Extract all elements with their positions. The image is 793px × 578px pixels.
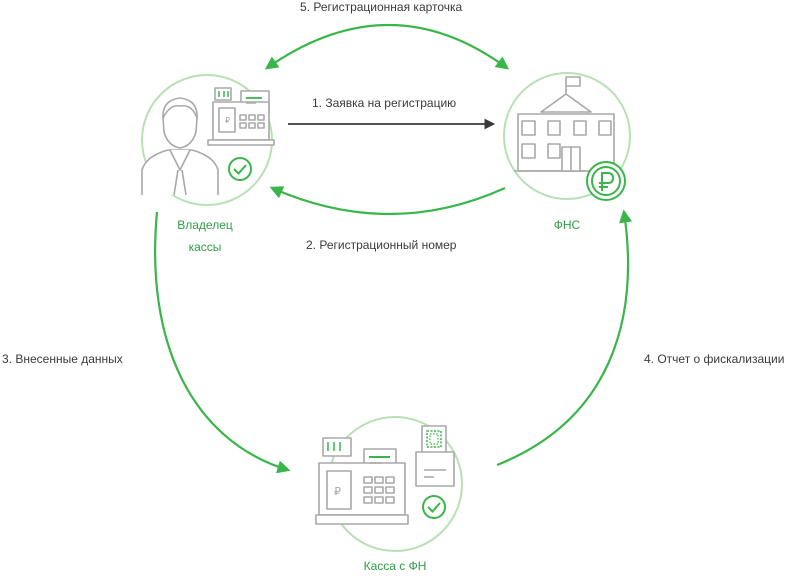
- arrow-5-registration-card: [264, 24, 510, 70]
- arrow-2-label: 2. Регистрационный номер: [306, 238, 457, 252]
- check-icon: [422, 495, 446, 519]
- svg-text:₽: ₽: [334, 486, 341, 498]
- ruble-sign-icon: [586, 161, 626, 201]
- register-label: Касса с ФН: [363, 559, 427, 573]
- person-with-register-icon: [141, 87, 275, 196]
- arrow-5-label: 5. Регистрационная карточка: [300, 0, 463, 14]
- arrow-3-entered-data: [154, 211, 291, 474]
- arrow-1-label: 1. Заявка на регистрацию: [312, 96, 457, 110]
- owner-label-line2: кассы: [188, 240, 222, 254]
- arrow-4-label: 4. Отчет о фискализации: [644, 352, 785, 366]
- owner-label-line1: Владелец: [177, 218, 233, 232]
- svg-text:₽: ₽: [225, 116, 230, 125]
- arrow-2-registration-number: [269, 186, 506, 216]
- fns-label: ФНС: [553, 218, 581, 232]
- arrow-3-label: 3. Внесенные данных: [2, 352, 123, 366]
- register-node: ₽: [315, 416, 463, 552]
- arrow-4-fiscalization-report: [496, 209, 633, 467]
- government-building-icon: [514, 76, 618, 172]
- check-icon: [228, 157, 252, 181]
- owner-label: Владелец кассы: [160, 214, 250, 258]
- cash-register-with-fiscal-printer-icon: [315, 425, 455, 525]
- owner-node: ₽: [141, 74, 275, 206]
- fns-node: [503, 72, 631, 201]
